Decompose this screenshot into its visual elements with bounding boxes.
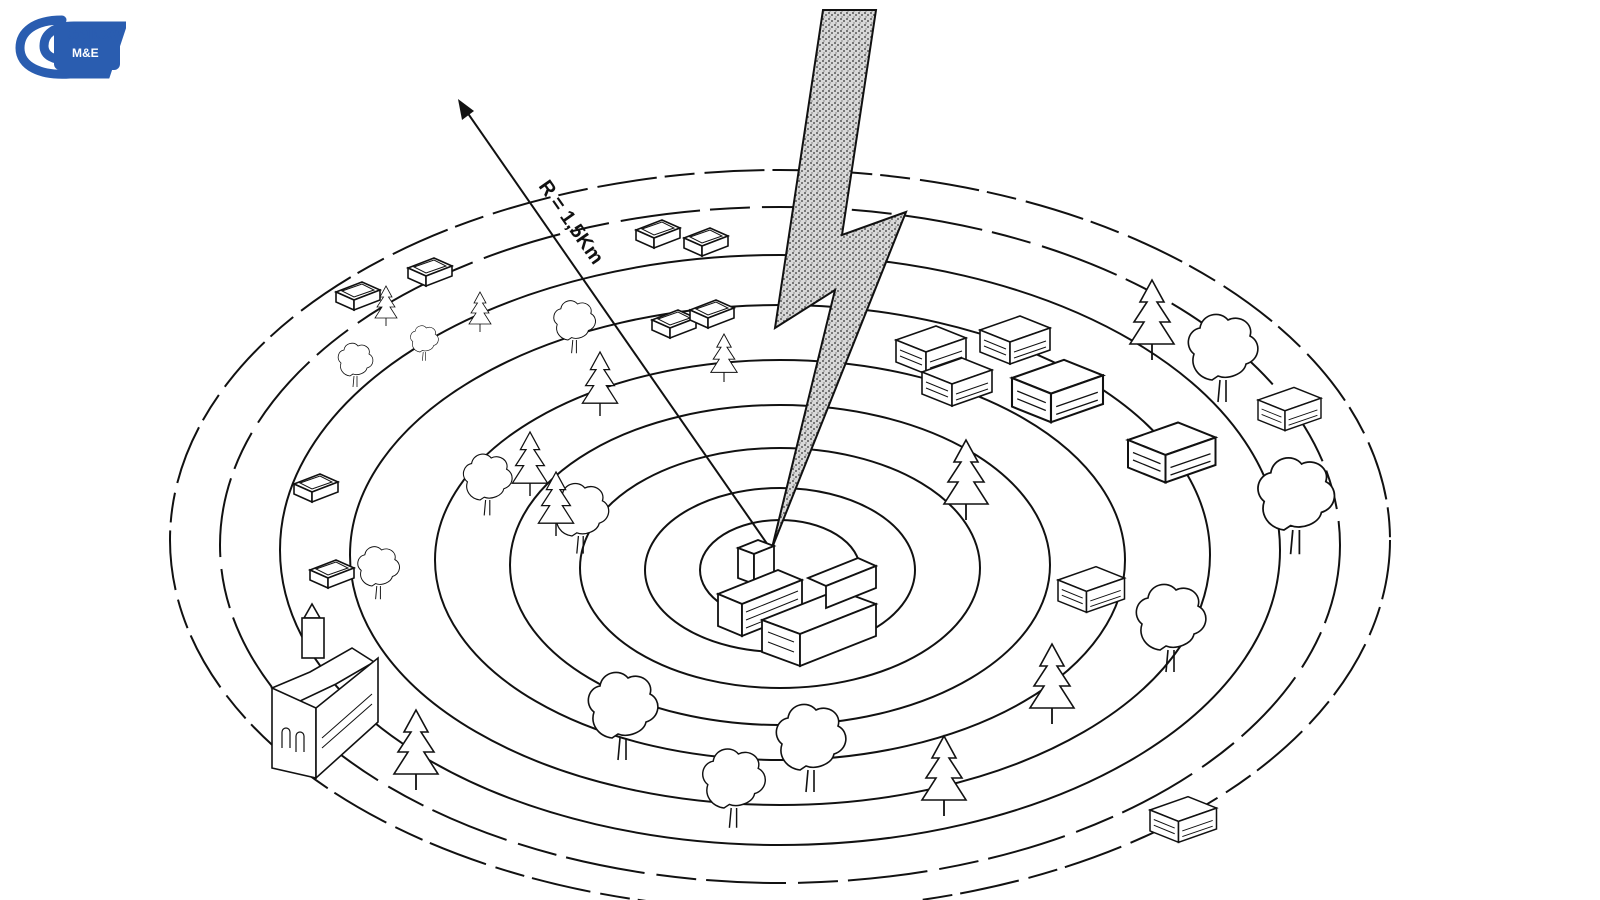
lightning-bolt-icon [771,9,908,549]
radius-arrow [458,99,771,549]
radius-label: R = 1,5Km [534,176,608,268]
logo-swoosh-icon [15,15,129,79]
logo-text-galaxy: Galaxy [66,24,122,43]
houses-left [293,219,735,589]
logo-text-me: M&E [72,46,99,60]
protection-rings [169,169,1391,900]
church-building [270,602,379,780]
galaxy-logo: Galaxy M&E [14,12,129,82]
buildings-right [895,315,1322,844]
central-building-complex [715,539,879,668]
